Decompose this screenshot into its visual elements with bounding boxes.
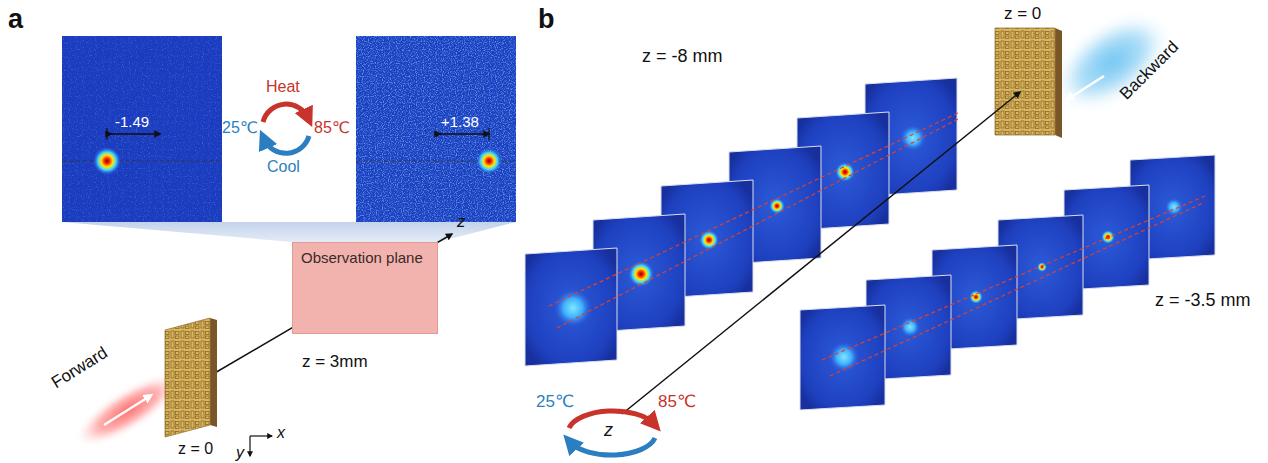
temperature-label: 85℃ [658, 392, 696, 412]
zoom-fan [62, 222, 516, 242]
panel-letter: b [538, 4, 555, 35]
axis-label: y [236, 444, 244, 462]
z-axis-b [622, 92, 1020, 414]
cool-label: Cool [267, 158, 300, 176]
observation-plane: Observation plane [292, 242, 438, 334]
axis-label: x [277, 424, 285, 442]
speckle-image-left [62, 36, 222, 222]
temperature-label: 85℃ [314, 119, 350, 137]
beam-path-lower [822, 196, 1205, 376]
heat-label: Heat [266, 78, 300, 96]
temperature-label: 25℃ [536, 392, 574, 412]
temperature-cycle-b [569, 411, 655, 455]
heat-cool-cycle [263, 104, 309, 153]
axis-label: z [457, 212, 466, 232]
shift-value: +1.38 [441, 113, 479, 130]
frames-lower [800, 155, 1215, 410]
position-label: z = -3.5 mm [1155, 290, 1251, 311]
panel-letter: a [8, 4, 23, 35]
distance-label: z = 3mm [302, 352, 368, 372]
speckle-image-right [356, 36, 516, 222]
metasurface-b [995, 28, 1062, 138]
xy-axes [250, 436, 272, 456]
temperature-label: 25℃ [222, 119, 258, 137]
plane-label: Observation plane [301, 249, 423, 266]
position-label: z = 0 [178, 440, 213, 458]
metasurface [165, 318, 217, 437]
shift-value: -1.49 [115, 113, 149, 130]
axis-label: z [604, 420, 613, 441]
beam-label: Forward [48, 343, 111, 393]
position-label: z = -8 mm [642, 46, 723, 67]
position-label: z = 0 [1004, 4, 1041, 24]
backward-beam [1042, 0, 1183, 125]
z-axis [196, 234, 452, 384]
